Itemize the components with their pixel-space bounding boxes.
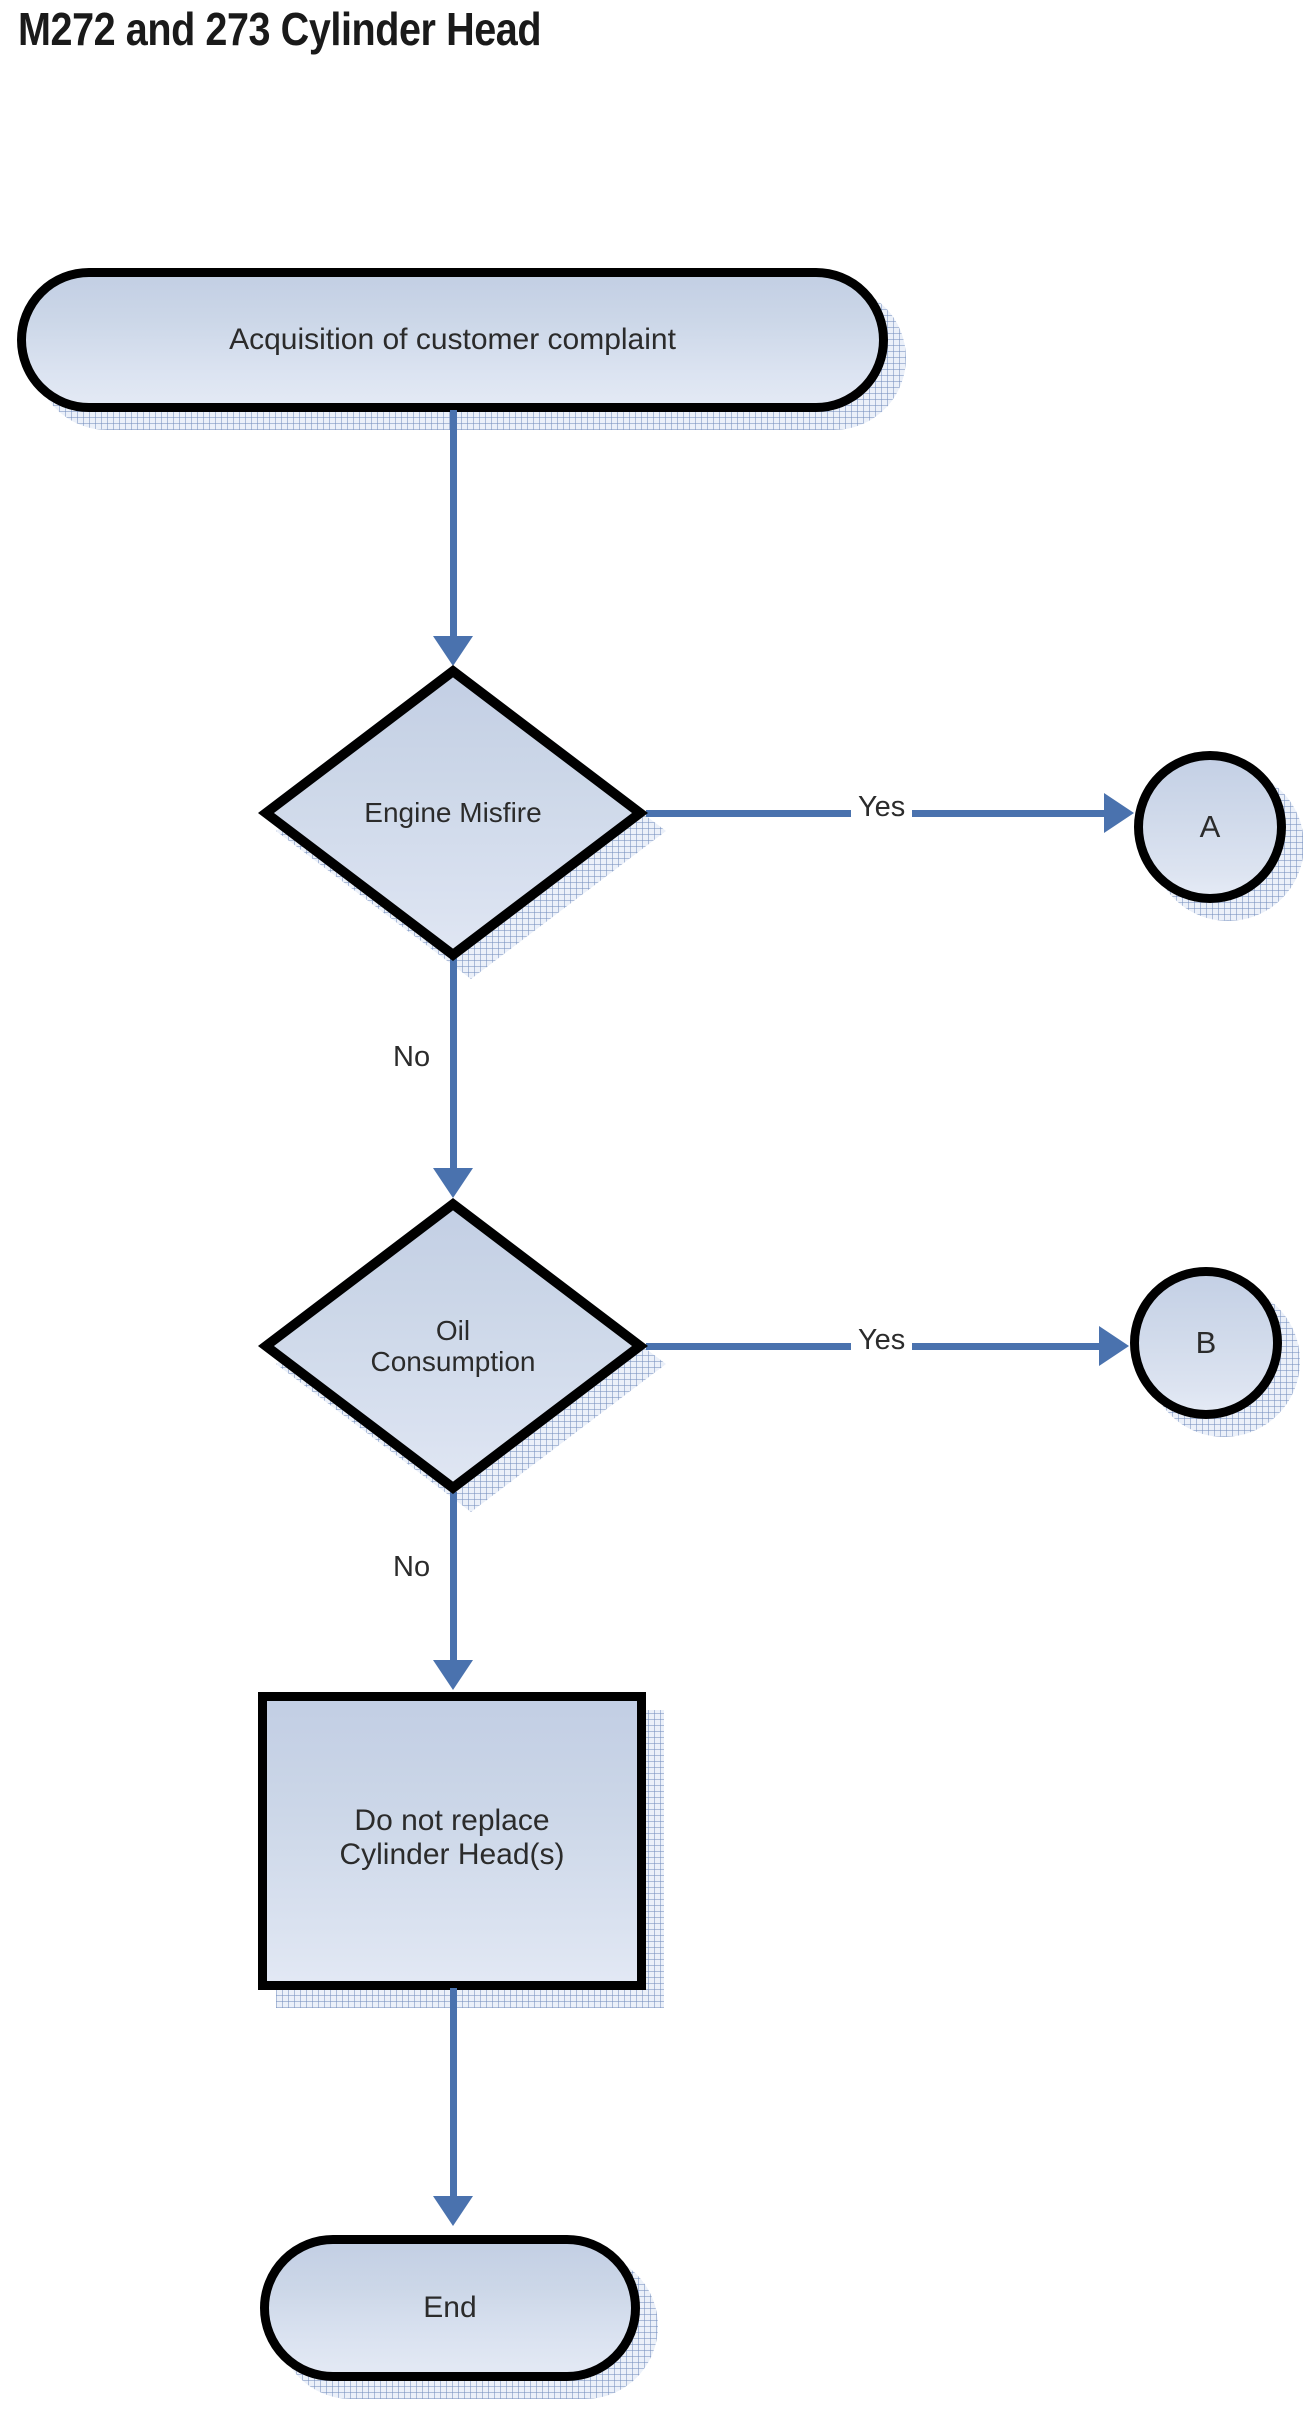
edge-oil-no-line — [450, 1492, 457, 1664]
edge-process-to-end-arrow — [433, 2196, 473, 2226]
edge-oil-yes-label: Yes — [851, 1324, 913, 1357]
edge-misfire-yes-arrow — [1104, 793, 1134, 833]
decision-oil-label: Oil Consumption — [370, 1314, 536, 1377]
connector-b[interactable]: B — [1130, 1267, 1282, 1419]
end-node[interactable]: End — [260, 2235, 640, 2381]
decision-oil[interactable]: Oil Consumption — [258, 1198, 648, 1494]
process-no-replace[interactable]: Do not replace Cylinder Head(s) — [258, 1692, 646, 1990]
process-no-replace-label: Do not replace Cylinder Head(s) — [339, 1804, 565, 1871]
edge-start-to-misfire-line — [450, 410, 457, 640]
connector-b-label: B — [1195, 1324, 1217, 1360]
edge-misfire-yes-label: Yes — [851, 791, 913, 824]
edge-process-to-end-line — [450, 1988, 457, 2200]
decision-misfire-label: Engine Misfire — [364, 797, 542, 829]
end-node-label: End — [423, 2291, 477, 2325]
decision-misfire[interactable]: Engine Misfire — [258, 665, 648, 961]
connector-a[interactable]: A — [1134, 751, 1286, 903]
page-title: M272 and 273 Cylinder Head — [18, 3, 542, 55]
edge-oil-yes-arrow — [1099, 1326, 1129, 1366]
edge-start-to-misfire-arrow — [433, 636, 473, 666]
edge-oil-no-label: No — [386, 1551, 438, 1584]
edge-misfire-no-arrow — [433, 1168, 473, 1198]
connector-a-label: A — [1199, 808, 1221, 844]
start-node-label: Acquisition of customer complaint — [229, 323, 676, 357]
edge-oil-no-arrow — [433, 1660, 473, 1690]
edge-misfire-no-label: No — [386, 1041, 438, 1074]
start-node[interactable]: Acquisition of customer complaint — [17, 268, 888, 412]
edge-misfire-no-line — [450, 958, 457, 1180]
